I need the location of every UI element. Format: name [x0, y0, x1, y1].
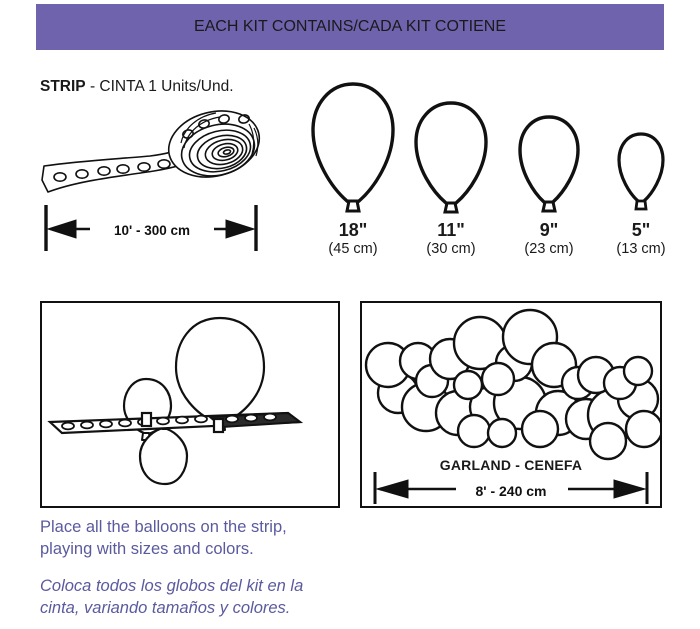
balloon-size-cm-11: (30 cm) [426, 240, 476, 257]
balloon-11in-icon [414, 101, 488, 214]
garland-diagram-panel: GARLAND - CENEFA 8' - 240 cm [360, 301, 662, 508]
assembly-diagram-panel [40, 301, 340, 508]
strip-heading-bold: STRIP [40, 78, 86, 95]
balloon-size-cm-9: (23 cm) [524, 240, 574, 257]
balloon-size-inches-18: 18" [338, 220, 368, 240]
balloon-size-chart: 18" (45 cm) 11" (30 cm) 9" (23 cm) 5" (1… [305, 80, 675, 275]
balloons-on-strip-illustration [47, 316, 304, 486]
balloon-size-item-5: 5" (13 cm) [593, 130, 689, 257]
garland-dimension-label: 8' - 240 cm [475, 483, 546, 499]
strip-dimension-arrow: 10' - 300 cm [44, 205, 258, 251]
balloon-size-inches-9: 9" [539, 220, 559, 240]
instruction-spanish-line2: cinta, variando tamaños y colores. [40, 598, 291, 617]
instructions-block: Place all the balloons on the strip, pla… [40, 516, 470, 619]
instruction-english: Place all the balloons on the strip, pla… [40, 516, 470, 561]
balloon-size-cm-18: (45 cm) [328, 240, 378, 257]
balloon-size-item-11: 11" (30 cm) [403, 99, 499, 257]
strip-section: STRIP - CINTA 1 Units/Und. [40, 78, 302, 263]
garland-dimension-arrow: 8' - 240 cm [373, 472, 649, 504]
balloon-size-item-18: 18" (45 cm) [305, 80, 401, 257]
strip-heading-rest: - CINTA 1 Units/Und. [85, 78, 234, 95]
balloon-size-cm-5: (13 cm) [616, 240, 666, 257]
balloon-garland-illustration [364, 308, 660, 461]
strip-heading: STRIP - CINTA 1 Units/Und. [40, 78, 302, 95]
balloon-18in-icon [311, 82, 395, 213]
balloon-size-item-9: 9" (23 cm) [501, 113, 597, 257]
coiled-strip-icon [41, 110, 261, 193]
instruction-english-line2: playing with sizes and colors. [40, 540, 254, 559]
header-title-group: EACH KIT CONTAINS / CADA KIT COTIENE [194, 18, 506, 36]
instruction-spanish: Coloca todos los globos del kit en la ci… [40, 575, 470, 620]
strip-dimension-label: 10' - 300 cm [114, 223, 190, 238]
page-title-spanish: CADA KIT COTIENE [357, 18, 507, 35]
balloon-9in-icon [518, 115, 580, 213]
balloon-size-inches-5: 5" [631, 220, 651, 240]
balloon-size-inches-11: 11" [437, 220, 465, 240]
instruction-spanish-line1: Coloca todos los globos del kit en la [40, 576, 304, 595]
header-banner: EACH KIT CONTAINS / CADA KIT COTIENE [36, 4, 664, 50]
title-separator: / [353, 18, 358, 35]
instruction-english-line1: Place all the balloons on the strip, [40, 518, 287, 536]
page-title-english: EACH KIT CONTAINS [193, 18, 354, 35]
balloon-5in-icon [617, 132, 665, 211]
garland-label: GARLAND - CENEFA [439, 457, 583, 473]
